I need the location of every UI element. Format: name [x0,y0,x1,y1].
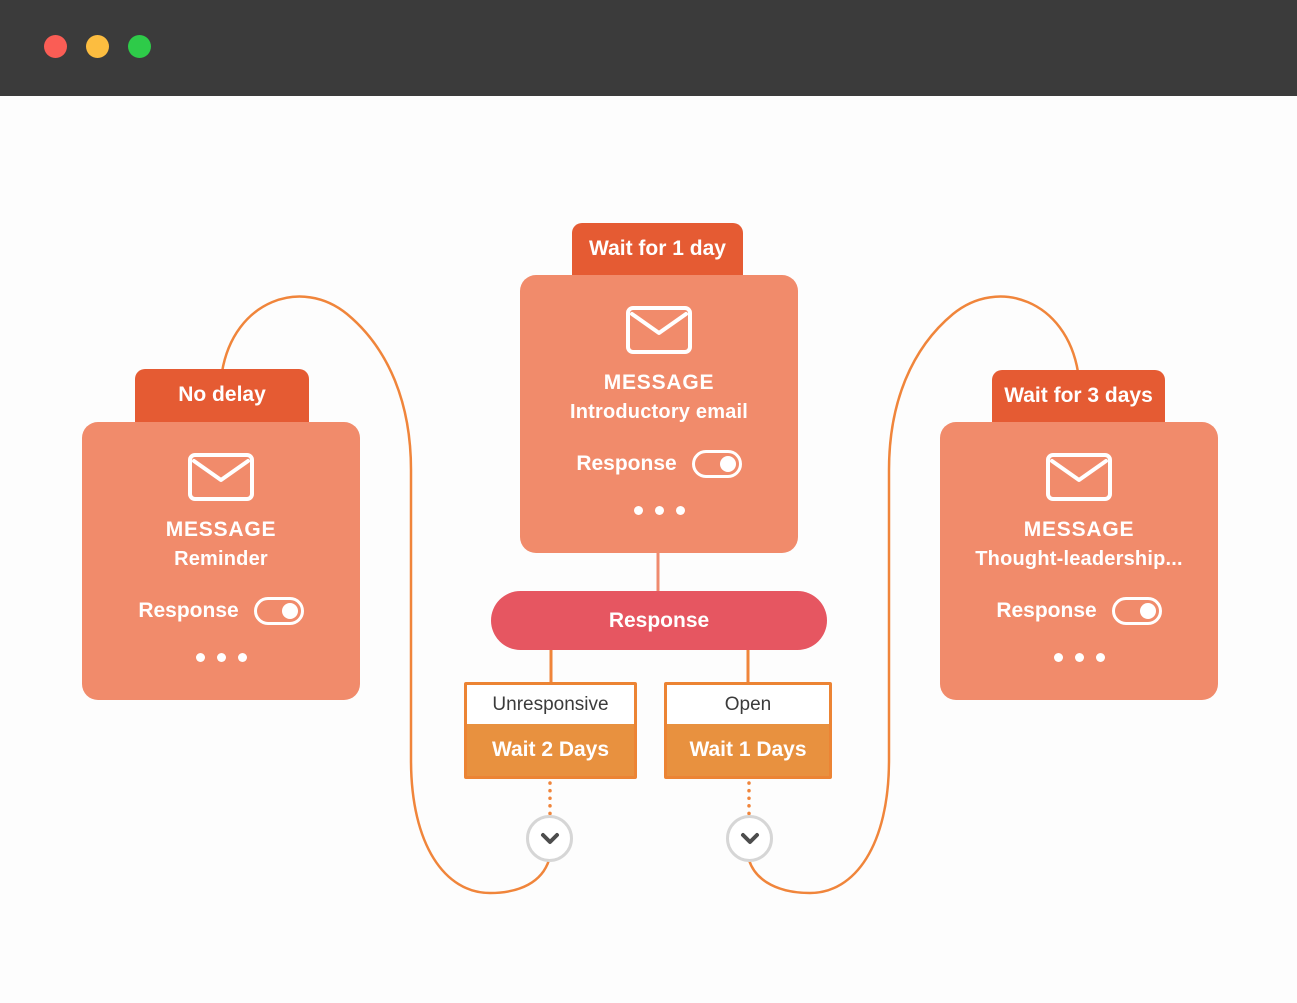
message-card-left[interactable]: MESSAGE Reminder Response [82,422,360,700]
ellipsis-icon [633,506,643,515]
response-label: Response [996,599,1097,622]
more-options-button[interactable] [520,506,798,515]
branch-action-label: Wait 2 Days [467,724,634,776]
chevron-down-icon [740,832,759,844]
window-titlebar [0,0,1297,96]
branch-condition-label: Open [667,685,829,724]
close-window-button[interactable] [44,34,67,58]
message-title: Introductory email [569,401,749,423]
response-label: Response [138,599,239,622]
expand-step-button-right[interactable] [726,815,773,862]
branch-open[interactable]: Open Wait 1 Days [664,682,832,779]
message-type-label: MESSAGE [165,518,277,541]
message-card-center[interactable]: MESSAGE Introductory email Response [520,275,798,553]
message-card-right[interactable]: MESSAGE Thought-leadership... Response [940,422,1218,700]
expand-step-button-left[interactable] [526,815,573,862]
response-decision-pill[interactable]: Response [491,591,827,650]
branch-action-label: Wait 1 Days [667,724,829,776]
ellipsis-icon [1053,653,1063,662]
envelope-icon [82,453,360,506]
chevron-down-icon [540,832,559,844]
response-toggle[interactable] [1111,597,1162,625]
response-toggle[interactable] [253,597,304,625]
message-title: Thought-leadership... [975,548,1183,570]
branch-condition-label: Unresponsive [467,685,634,724]
message-title: Reminder [174,548,268,570]
more-options-button[interactable] [82,653,360,662]
zoom-window-button[interactable] [128,34,151,58]
toggle-knob [1139,603,1156,619]
response-label: Response [576,452,677,475]
branch-unresponsive[interactable]: Unresponsive Wait 2 Days [464,682,637,779]
message-type-label: MESSAGE [1023,518,1135,541]
ellipsis-icon [195,653,205,662]
message-type-label: MESSAGE [603,371,715,394]
toggle-knob [719,456,736,472]
minimize-window-button[interactable] [86,34,109,58]
toggle-knob [281,603,298,619]
response-toggle[interactable] [691,450,742,478]
more-options-button[interactable] [940,653,1218,662]
envelope-icon [520,306,798,359]
envelope-icon [940,453,1218,506]
